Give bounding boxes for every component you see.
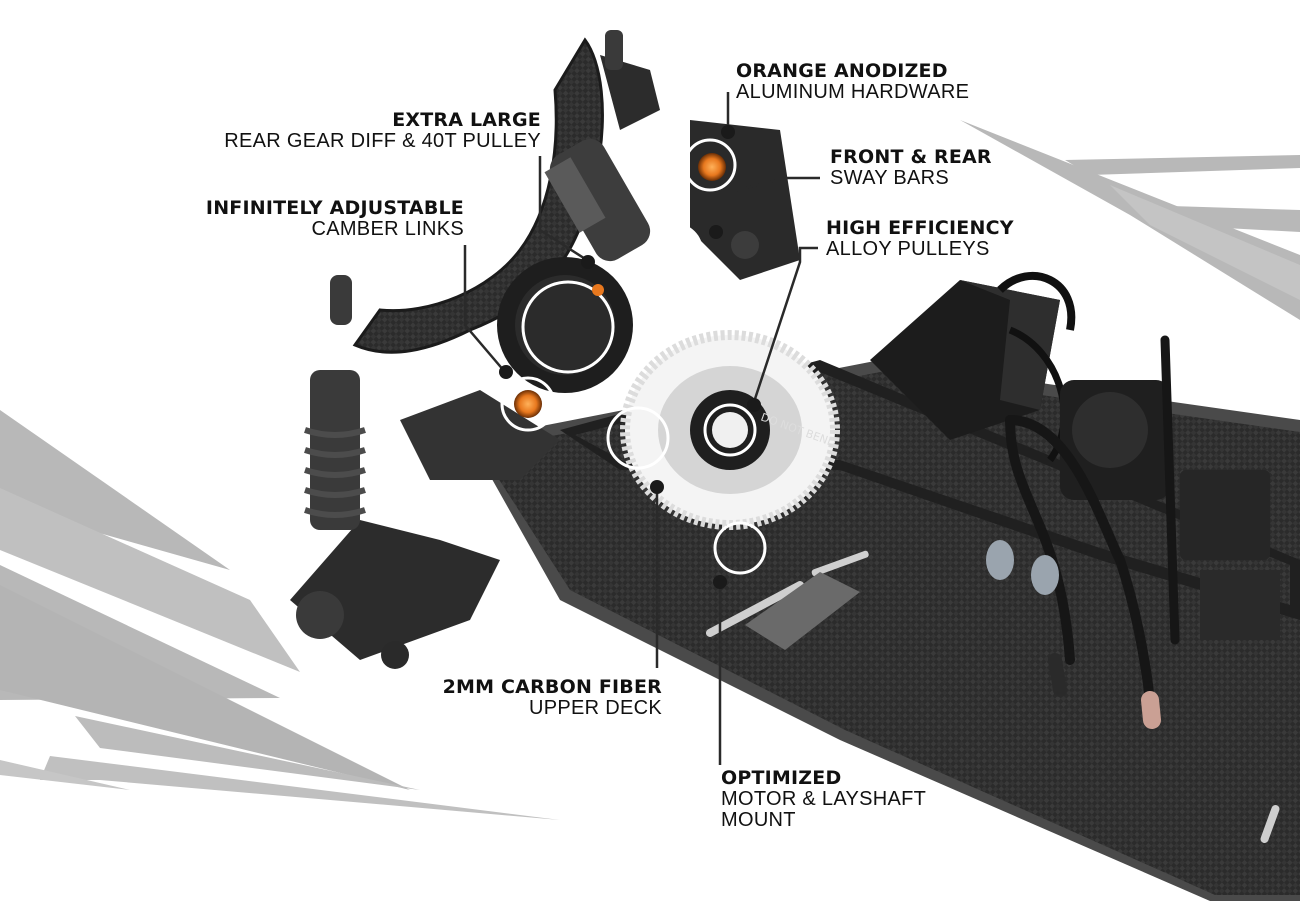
callout-title: 2MM CARBON FIBER <box>442 676 662 698</box>
callout-subtitle: UPPER DECK <box>528 697 662 719</box>
front-suspension <box>290 390 560 669</box>
hubs <box>690 120 800 280</box>
callout-subtitle: CAMBER LINKS <box>311 218 464 240</box>
motor <box>870 271 1076 463</box>
leader-dots <box>499 125 761 589</box>
callout-alloy-pulleys: HIGH EFFICIENCY ALLOY PULLEYS <box>826 217 1014 260</box>
rear-shock <box>544 138 651 262</box>
detail-circles <box>500 138 767 575</box>
front-shock <box>304 370 366 530</box>
callout-motor-mount: OPTIMIZED MOTOR & LAYSHAFT MOUNT <box>721 767 927 831</box>
callout-rear-diff: EXTRA LARGE REAR GEAR DIFF & 40T PULLEY <box>224 109 541 152</box>
callout-orange-hardware: ORANGE ANODIZED ALUMINUM HARDWARE <box>736 60 970 103</box>
callout-title: FRONT & REAR <box>830 146 992 168</box>
orange-hardware <box>514 153 726 418</box>
callout-title: HIGH EFFICIENCY <box>826 217 1014 239</box>
background-stripes <box>0 120 1300 820</box>
electronics <box>1060 380 1280 640</box>
callout-camber-links: INFINITELY ADJUSTABLE CAMBER LINKS <box>205 197 464 240</box>
callout-subtitle: REAR GEAR DIFF & 40T PULLEY <box>224 130 541 152</box>
callout-upper-deck: 2MM CARBON FIBER UPPER DECK <box>442 676 662 719</box>
callout-title: EXTRA LARGE <box>392 109 541 131</box>
leader-lines <box>463 92 820 765</box>
callout-title: ORANGE ANODIZED <box>736 60 948 82</box>
wires <box>1005 335 1180 729</box>
callout-subtitle: ALUMINUM HARDWARE <box>736 81 970 103</box>
callout-subtitle: MOTOR & LAYSHAFT <box>721 788 927 810</box>
callout-subtitle: SWAY BARS <box>830 167 950 189</box>
callout-title: INFINITELY ADJUSTABLE <box>205 197 464 219</box>
capacitors <box>986 540 1059 595</box>
callout-subtitle: ALLOY PULLEYS <box>826 238 990 260</box>
callout-subtitle-line2: MOUNT <box>721 809 796 831</box>
callout-title: OPTIMIZED <box>721 767 842 789</box>
callout-sway-bars: FRONT & REAR SWAY BARS <box>830 146 992 189</box>
